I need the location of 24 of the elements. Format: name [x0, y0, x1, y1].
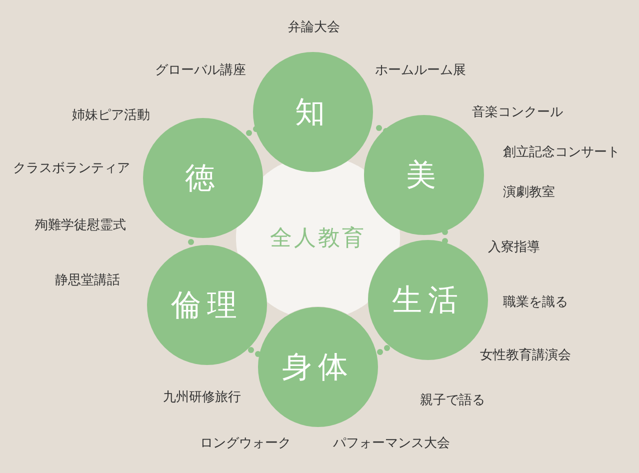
activity-label: ロングウォーク	[200, 435, 291, 452]
activity-label: 音楽コンクール	[472, 104, 563, 121]
activity-label: 九州研修旅行	[163, 389, 241, 406]
activity-label: 静思堂講話	[55, 272, 120, 289]
activity-label: 職業を識る	[503, 294, 568, 311]
activity-label: 創立記念コンサート	[503, 144, 620, 161]
activity-label: 演劇教室	[503, 184, 555, 201]
circle-label: 知	[295, 94, 331, 132]
activity-label: クラスボランティア	[13, 160, 130, 177]
activity-label: 弁論大会	[288, 19, 340, 36]
activity-label: 殉難学徒慰霊式	[35, 217, 126, 234]
circle-label: 徳	[185, 160, 221, 198]
circle-label: 美	[406, 156, 442, 194]
activity-label: パフォーマンス大会	[333, 435, 450, 452]
activity-label: 親子で語る	[420, 392, 485, 409]
activity-label: 女性教育講演会	[480, 346, 571, 364]
activity-label: グローバル講座	[155, 62, 246, 79]
activity-label: 姉妹ピア活動	[72, 107, 150, 124]
circle-label: 生活	[392, 282, 464, 320]
activity-label: 入寮指導	[488, 239, 540, 256]
activity-label: ホームルーム展	[375, 62, 466, 79]
circle-label: 身体	[282, 348, 354, 386]
circle-label: 倫理	[171, 286, 243, 324]
circle-label: 全人教育	[270, 224, 366, 253]
